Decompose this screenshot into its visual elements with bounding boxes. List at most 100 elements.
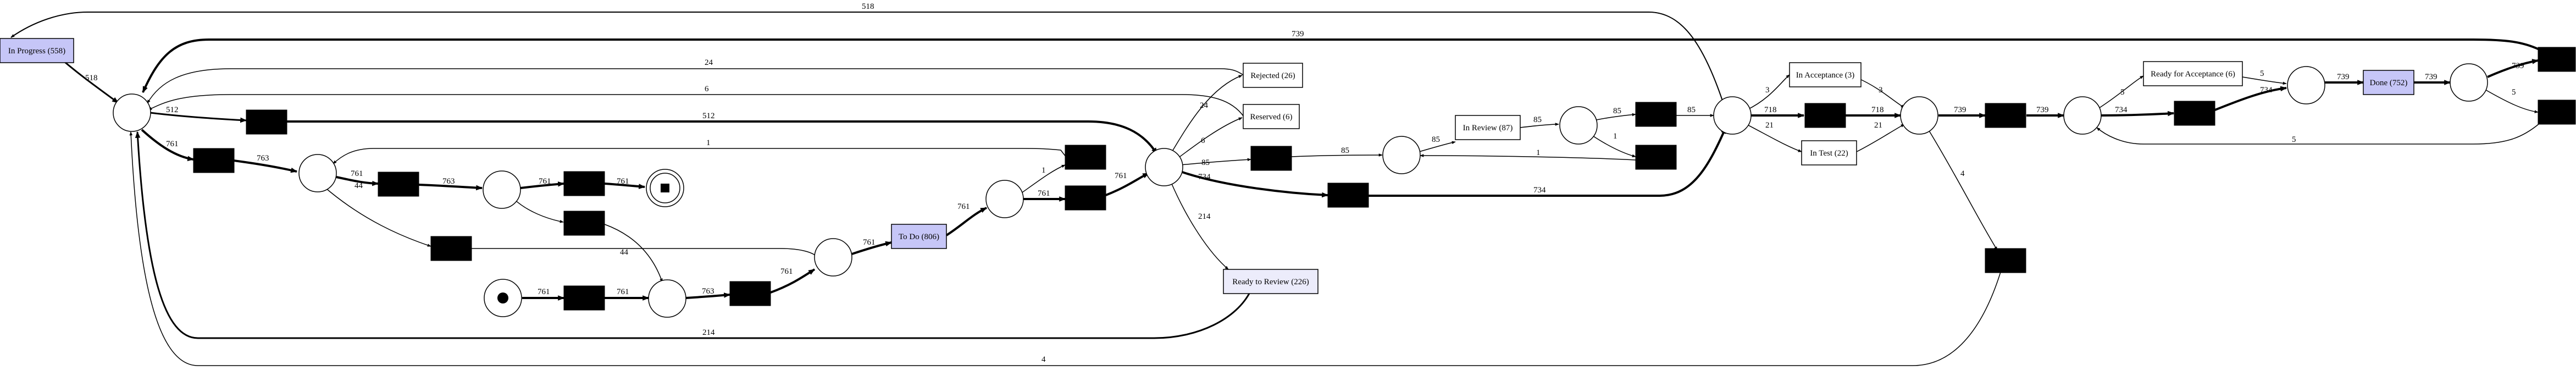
place bbox=[985, 180, 1024, 218]
edge-label: 761 bbox=[863, 238, 876, 247]
silent-transition bbox=[563, 211, 605, 236]
edge-label: 1 bbox=[706, 139, 711, 147]
edge-p6-to-s7 bbox=[685, 292, 731, 299]
edge-label: 739 bbox=[2512, 62, 2524, 70]
silent-transition bbox=[193, 148, 235, 173]
transition-in-progress: In Progress (558) bbox=[0, 38, 74, 63]
edge-p14-to-rfa bbox=[2099, 75, 2144, 108]
edge-label: 85 bbox=[1432, 135, 1440, 144]
edge-label: 214 bbox=[702, 328, 715, 337]
edge-p11-to-back bbox=[1591, 134, 1636, 158]
edge-s11-to-p10 bbox=[1291, 153, 1383, 157]
transition-in-acceptance: In Acceptance (3) bbox=[1789, 62, 1862, 87]
end-place bbox=[646, 169, 684, 207]
place bbox=[298, 154, 337, 192]
edge-s1-to-p9 bbox=[287, 120, 1158, 155]
place bbox=[1713, 96, 1752, 135]
edge-label: 24 bbox=[1200, 101, 1209, 110]
svg-text:Ready to Review (226): Ready to Review (226) bbox=[1232, 278, 1309, 286]
place bbox=[814, 238, 852, 277]
edge-label: 761 bbox=[166, 140, 179, 148]
edge-p3-to-s3 bbox=[336, 176, 379, 186]
edge-label: 24 bbox=[705, 58, 713, 67]
place bbox=[2450, 63, 2488, 102]
transition-ready-for-acceptance: Ready for Acceptance (6) bbox=[2143, 61, 2243, 86]
edge-todo-to-p8 bbox=[945, 207, 988, 236]
edge-back-to-p10 bbox=[1420, 154, 1636, 161]
silent-transition bbox=[563, 285, 605, 311]
edge-s4-to-end bbox=[604, 183, 646, 189]
edge-p12-to-in-test bbox=[1742, 122, 1802, 152]
transition-ready-to-review: Ready to Review (226) bbox=[1223, 269, 1319, 294]
edge-label: 763 bbox=[702, 287, 714, 296]
edge-p7-to-todo bbox=[851, 241, 893, 255]
edge-label: 1 bbox=[1042, 166, 1046, 175]
edge-label: 718 bbox=[1871, 106, 1884, 114]
edge-p12-to-in-acceptance bbox=[1746, 74, 1790, 111]
edge-label: 518 bbox=[862, 2, 874, 11]
transition-in-test: In Test (22) bbox=[1801, 140, 1857, 165]
silent-transition bbox=[1065, 145, 1106, 170]
svg-text:In Acceptance (3): In Acceptance (3) bbox=[1796, 71, 1855, 80]
edge-label: 3 bbox=[1765, 86, 1770, 95]
transition-rejected: Rejected (26) bbox=[1243, 63, 1303, 88]
edge-label: 761 bbox=[538, 288, 550, 296]
edge-label: 85 bbox=[1613, 107, 1621, 115]
edge-p11-to-s13 bbox=[1596, 113, 1636, 120]
edge-label: 21 bbox=[1874, 121, 1882, 130]
silent-transition bbox=[563, 171, 605, 196]
edge-label: 518 bbox=[85, 74, 98, 82]
labeled-transitions: In Progress (558) To Do (806) Done (752)… bbox=[0, 38, 2414, 294]
place bbox=[113, 93, 151, 132]
edge-p14-to-s16 bbox=[2100, 111, 2175, 117]
end-square-icon bbox=[661, 184, 669, 192]
edge-label: 5 bbox=[2512, 88, 2516, 97]
place bbox=[1900, 96, 1938, 135]
edge-p16-to-s18b bbox=[2484, 89, 2539, 113]
edge-label: 214 bbox=[1198, 212, 1211, 221]
edge-label: 1 bbox=[1613, 132, 1617, 141]
edge-label: 763 bbox=[442, 177, 455, 186]
place bbox=[2063, 96, 2102, 135]
edge-label: 5 bbox=[2260, 69, 2264, 78]
edge-label: 21 bbox=[1765, 121, 1774, 130]
edge-label: 1 bbox=[1536, 148, 1541, 157]
edge-label: 739 bbox=[2036, 106, 2049, 114]
edge-s9-to-p9 bbox=[1105, 172, 1150, 196]
silent-transition bbox=[2174, 101, 2215, 126]
edge-p3-to-s5 bbox=[324, 186, 431, 247]
start-token-icon bbox=[497, 292, 508, 303]
edge-s8-to-p3 bbox=[333, 148, 1067, 164]
edge-p1-to-s1 bbox=[149, 112, 247, 123]
edge-labels: 518 739 24 6 518 512 512 761 763 1 761 4… bbox=[85, 2, 2524, 364]
edge-label: 761 bbox=[1115, 172, 1127, 180]
edge-s12-to-p12 bbox=[1369, 126, 1727, 197]
edge-label: 718 bbox=[1764, 106, 1777, 114]
edge-label: 85 bbox=[1687, 106, 1696, 114]
edge-s18-to-p1 bbox=[129, 131, 2001, 366]
edge-p4-to-s10 bbox=[513, 198, 564, 223]
edge-label: 85 bbox=[1201, 158, 1210, 167]
silent-transition bbox=[1635, 145, 1677, 170]
edge-p16-to-s17 bbox=[2487, 59, 2539, 78]
edge-label: 5 bbox=[2120, 88, 2125, 97]
edge-rejected-to-p1 bbox=[147, 68, 1244, 104]
silent-transition bbox=[1065, 185, 1106, 211]
edge-label: 44 bbox=[620, 248, 629, 257]
edge-label: 734 bbox=[1198, 173, 1211, 181]
edge-p9-to-ready-review bbox=[1170, 181, 1229, 270]
edge-s3-to-p4 bbox=[418, 184, 483, 191]
edge-s5-to-p7 bbox=[472, 248, 818, 258]
svg-text:To Do (806): To Do (806) bbox=[899, 233, 939, 241]
edge-label: 739 bbox=[1292, 30, 1304, 38]
edge-label: 739 bbox=[1954, 106, 1966, 114]
silent-transition bbox=[1985, 248, 2026, 273]
place bbox=[1145, 148, 1183, 186]
edge-label: 6 bbox=[1201, 136, 1205, 145]
edges bbox=[10, 12, 2540, 366]
edge-label: 761 bbox=[539, 177, 551, 186]
svg-text:Ready for Acceptance (6): Ready for Acceptance (6) bbox=[2151, 70, 2235, 79]
place bbox=[2287, 66, 2325, 104]
edge-s2-to-p3 bbox=[233, 159, 298, 173]
transition-done: Done (752) bbox=[2363, 70, 2414, 95]
